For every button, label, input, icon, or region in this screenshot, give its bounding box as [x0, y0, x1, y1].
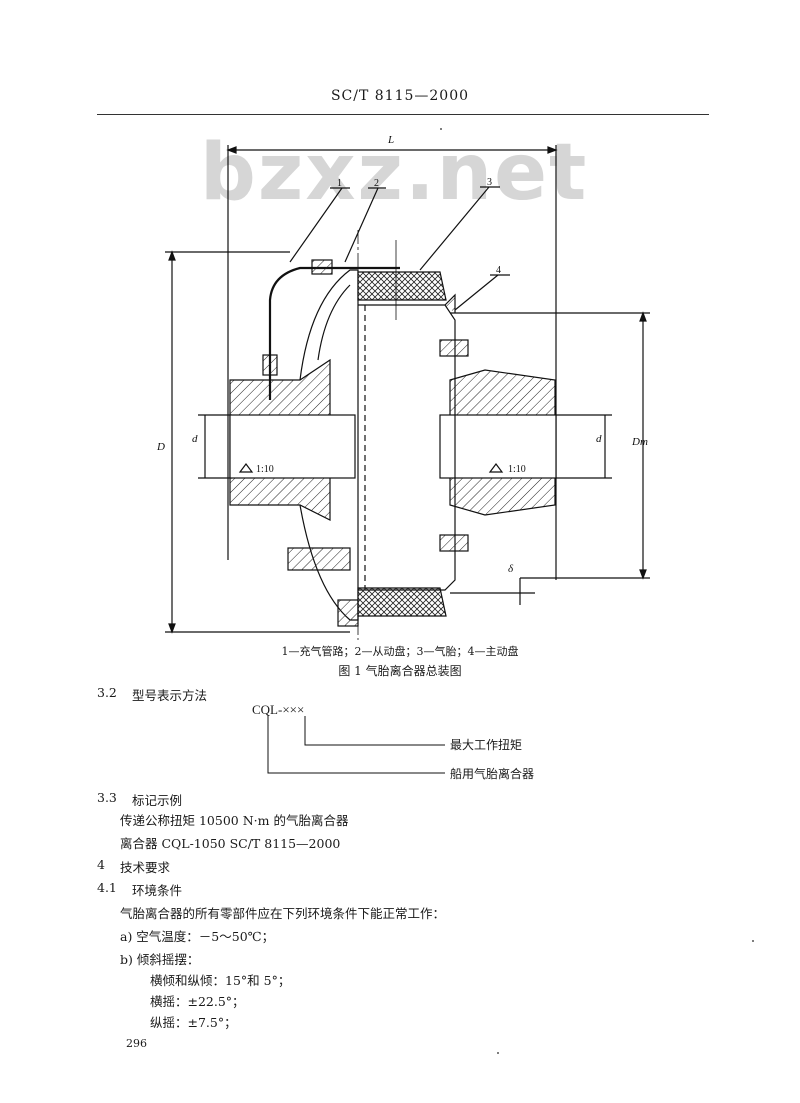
page-header: SC/T 8115—2000: [330, 88, 470, 104]
taper-right-label: 1:10: [508, 464, 526, 475]
body-line-6: 纵摇：±7.5°；: [150, 1015, 237, 1030]
callout-4: 4: [496, 265, 501, 276]
watermark: bzxz.net: [200, 128, 589, 218]
body-line-1: 气胎离合器的所有零部件应在下列环境条件下能正常工作：: [120, 906, 446, 921]
dim-D-label: D: [156, 441, 165, 453]
example-line-2: 离合器 CQL-1050 SC/T 8115—2000: [120, 836, 341, 851]
dim-L-label: L: [387, 136, 394, 146]
clutch-assembly-drawing: L D d d Dm δ 1:10 1:10 1 2 3 4: [156, 136, 650, 640]
example-line-1: 传递公称扭矩 10500 N·m 的气胎离合器: [120, 813, 349, 828]
section-3-2-number: 3.2: [97, 685, 117, 700]
section-4-number: 4: [97, 857, 105, 872]
section-4-title: 技术要求: [120, 860, 171, 875]
label-marine-clutch: 船用气胎离合器: [450, 767, 535, 781]
body-line-5: 横摇：±22.5°；: [150, 994, 245, 1009]
dim-Dm-label: Dm: [631, 436, 648, 448]
model-leader-lines: [267, 716, 445, 774]
header-rule: [97, 114, 709, 115]
callout-1: 1: [337, 178, 342, 189]
scan-speck: [497, 1052, 499, 1054]
scan-speck: [440, 128, 442, 130]
page-number: 296: [126, 1037, 147, 1050]
callout-2: 2: [374, 178, 379, 189]
section-4-1-title: 环境条件: [132, 883, 183, 898]
taper-left-label: 1:10: [256, 464, 274, 475]
label-max-torque: 最大工作扭矩: [450, 738, 523, 752]
dim-delta-label: δ: [508, 563, 514, 575]
callout-3: 3: [487, 177, 492, 188]
body-line-4: 横倾和纵倾：15°和 5°；: [150, 973, 291, 988]
dim-d-left-label: d: [192, 433, 198, 445]
dim-d-right-label: d: [596, 433, 602, 445]
figure-legend: 1—充气管路；2—从动盘；3—气胎；4—主动盘: [281, 645, 519, 658]
section-3-3-title: 标记示例: [132, 793, 183, 808]
figure-caption: 图 1 气胎离合器总装图: [338, 664, 462, 678]
section-3-2-title: 型号表示方法: [132, 688, 208, 703]
scan-speck: [752, 940, 754, 942]
body-line-2: a) 空气温度：－5～50℃；: [120, 929, 275, 944]
section-4-1-number: 4.1: [97, 880, 117, 895]
section-3-3-number: 3.3: [97, 790, 117, 805]
model-code: CQL-×××: [252, 702, 305, 717]
body-line-3: b) 倾斜摇摆：: [120, 952, 200, 967]
